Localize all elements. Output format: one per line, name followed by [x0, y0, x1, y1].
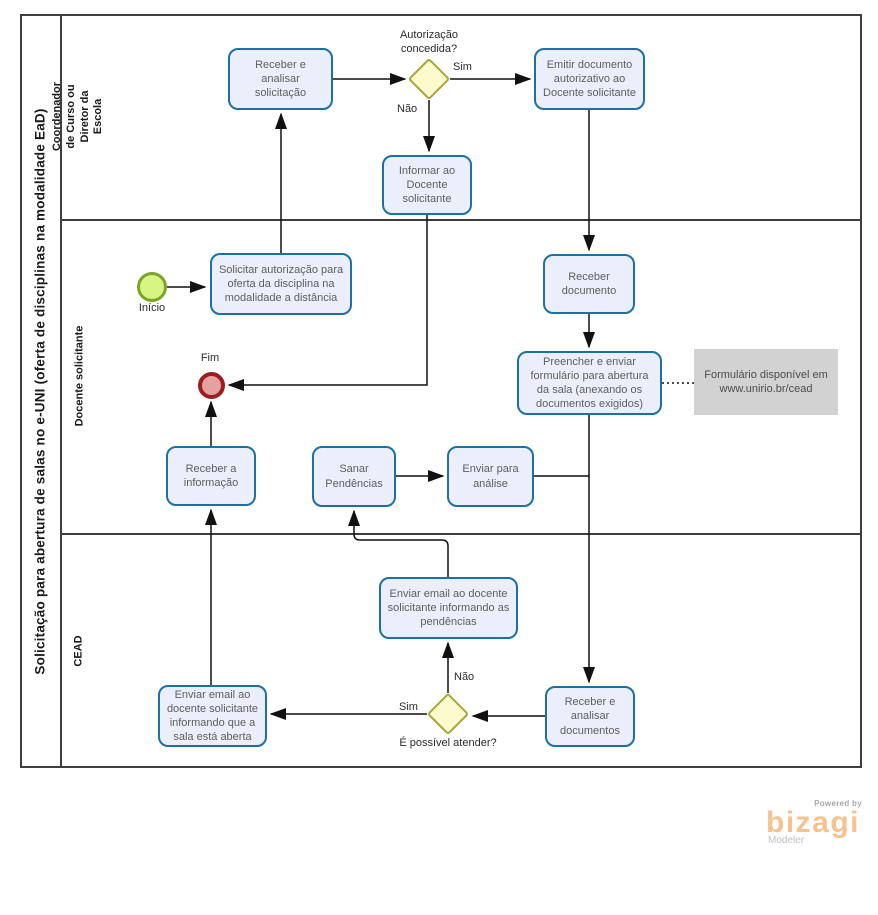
task-label: Informar ao Docente solicitante: [398, 164, 456, 206]
pool-border: [20, 14, 862, 768]
task-label: Enviar para análise: [462, 463, 519, 490]
task-solicitar-autorizacao: Solicitar autorização para oferta da dis…: [210, 253, 352, 315]
task-emitir-documento: Emitir documento autorizativo ao Docente…: [534, 48, 645, 110]
annotation-formulario: Formulário disponível em www.unirio.br/c…: [694, 349, 838, 415]
bizagi-wordmark: bizagi: [766, 806, 861, 839]
task-enviar-email-sala-aberta: Enviar email ao docente solicitante info…: [158, 685, 267, 747]
powered-by-text: Powered by: [814, 799, 862, 808]
lane-divider-1: [61, 219, 862, 221]
task-receber-documento: Receber documento: [543, 254, 635, 314]
task-enviar-email-pendencias: Enviar email ao docente solicitante info…: [379, 577, 518, 639]
bizagi-logo: Powered by bizagi Modeler: [766, 799, 862, 846]
task-receber-analisar-documentos: Receber e analisar documentos: [545, 686, 635, 747]
pool-title-divider: [60, 14, 62, 768]
start-event-label: Início: [138, 302, 166, 314]
task-label: Enviar email ao docente solicitante info…: [166, 688, 259, 744]
flow-label-sim: Sim: [453, 61, 472, 73]
task-sanar-pendencias: Sanar Pendências: [312, 446, 396, 507]
end-event-circle: [198, 372, 225, 399]
task-label: Solicitar autorização para oferta da dis…: [218, 263, 344, 305]
flow-label-nao: Não: [397, 103, 418, 115]
gateway-question-label: Autorização concedida?: [399, 29, 459, 56]
flow-email-pendencias-to-sanar: [348, 509, 449, 577]
start-event-circle: [137, 272, 167, 302]
modeler-text: Modeler: [768, 835, 805, 846]
task-label: Emitir documento autorizativo ao Docente…: [543, 58, 636, 100]
task-label: Receber documento: [561, 270, 617, 297]
end-event-label: Fim: [200, 352, 220, 364]
task-preencher-enviar-formulario: Preencher e enviar formulário para abert…: [517, 351, 662, 415]
task-label: Sanar Pendências: [325, 463, 383, 490]
task-receber-informacao: Receber a informação: [166, 446, 256, 506]
task-enviar-para-analise: Enviar para análise: [447, 446, 534, 507]
task-label: Receber e analisar documentos: [560, 696, 620, 737]
flow-informar-to-fim: [227, 215, 428, 391]
task-informar-docente: Informar ao Docente solicitante: [382, 155, 472, 215]
task-label: Receber a informação: [183, 462, 239, 489]
lane-divider-2: [61, 533, 862, 535]
flow-label-nao: Não: [454, 671, 475, 683]
task-label: Preencher e enviar formulário para abert…: [530, 355, 649, 411]
gateway-question-label: É possível atender?: [399, 737, 497, 749]
task-label: Receber e analisar solicitação: [254, 58, 307, 100]
task-receber-analisar-solicitacao: Receber e analisar solicitação: [228, 48, 333, 110]
annotation-text: Formulário disponível em www.unirio.br/c…: [704, 368, 828, 395]
flow-label-sim: Sim: [399, 701, 418, 713]
task-label: Enviar email ao docente solicitante info…: [387, 587, 510, 629]
